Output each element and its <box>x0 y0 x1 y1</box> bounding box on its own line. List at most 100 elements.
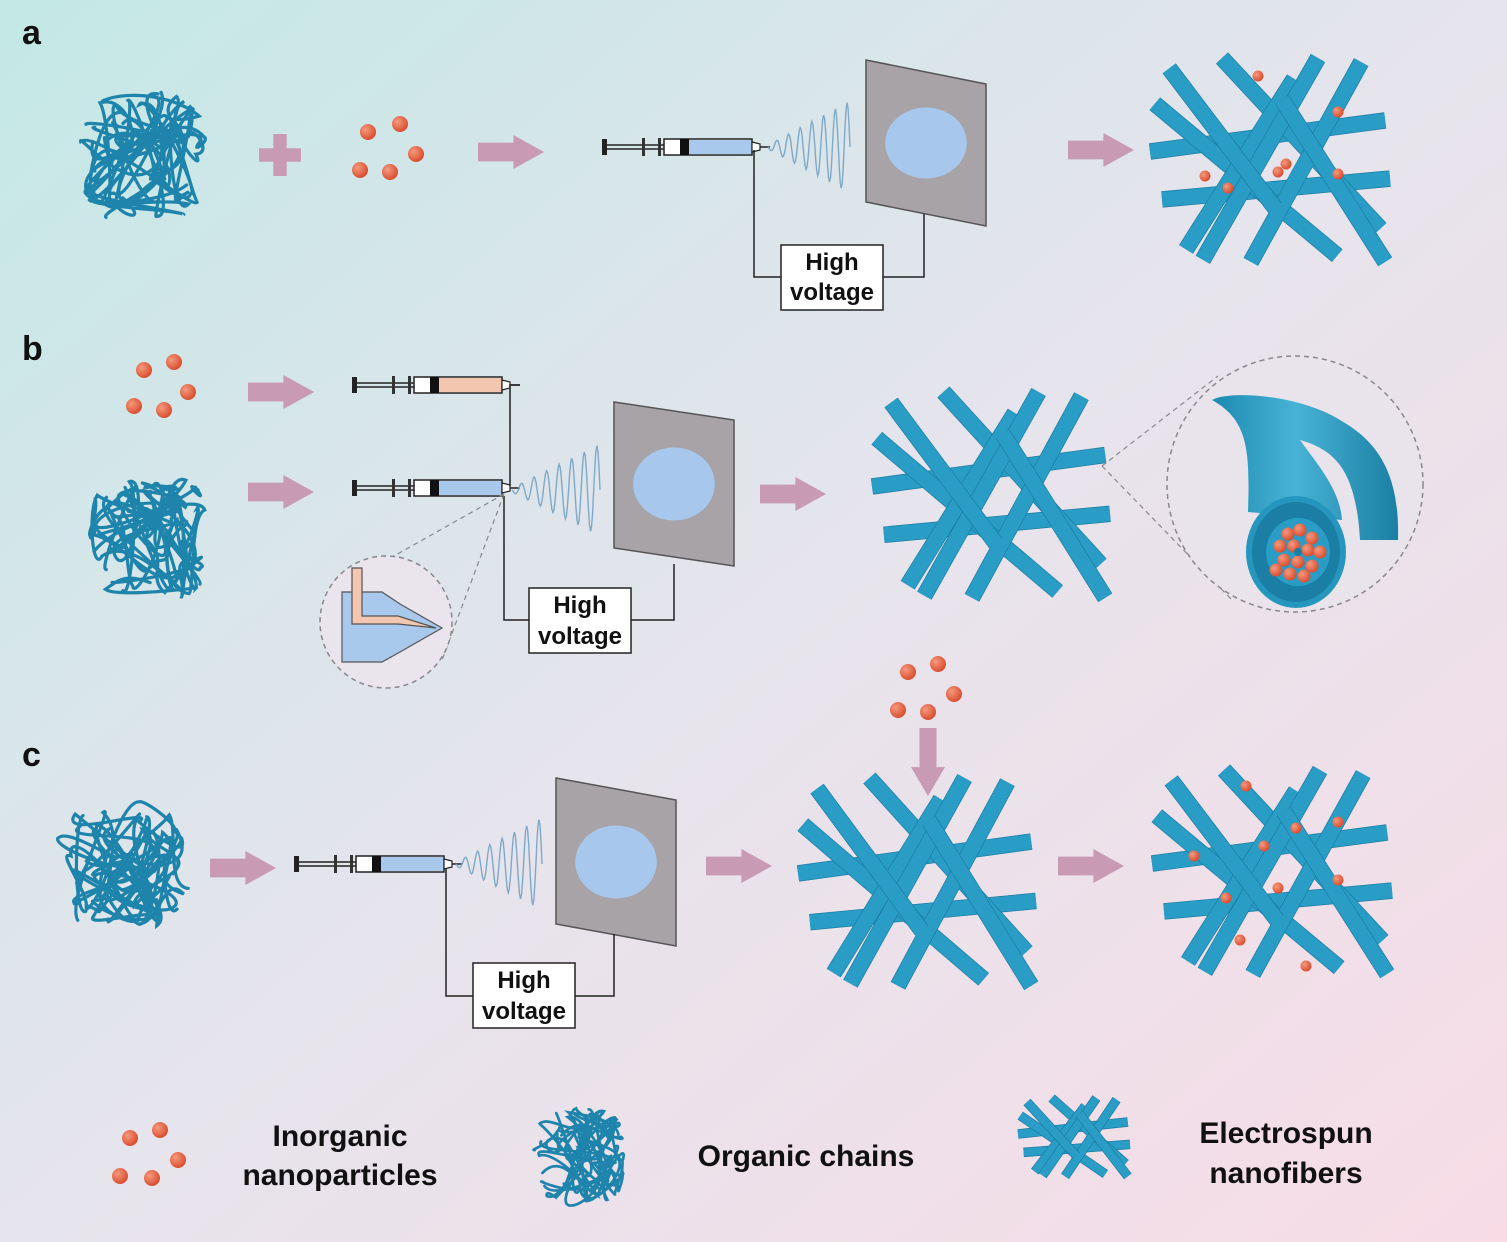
nanofiber <box>1061 1096 1121 1180</box>
nanofiber <box>1195 53 1326 264</box>
syringe-icon <box>352 479 520 497</box>
nanoparticle-icon <box>930 656 946 672</box>
nanoparticles-group <box>352 116 424 180</box>
nanoparticle-icon <box>1332 816 1344 828</box>
nanofiber <box>1075 1111 1132 1180</box>
nanofiber <box>1243 58 1369 266</box>
nanofiber <box>1163 882 1393 920</box>
nanoparticle-icon <box>1269 563 1283 577</box>
nanoparticle-icon <box>1332 168 1344 180</box>
arrow-icon <box>706 849 772 883</box>
nanoparticle-icon <box>1281 527 1295 541</box>
nanoparticle-icon <box>900 664 916 680</box>
polymer-chain-icon <box>56 800 190 930</box>
nanofiber <box>810 783 929 936</box>
panel-label-b: b <box>22 330 43 368</box>
polymer-chain-icon <box>532 1106 625 1207</box>
nanoparticle-icon <box>1252 70 1264 82</box>
svg-text:voltage: voltage <box>538 623 622 650</box>
legend-chains-label: Organic chains <box>698 1140 915 1173</box>
panel-label-c: c <box>22 736 41 774</box>
arrow-icon <box>760 477 826 511</box>
circuit-wire <box>753 150 781 278</box>
svg-text:nanoparticles: nanoparticles <box>242 1159 437 1192</box>
collector-icon <box>555 777 677 947</box>
nanoparticle-icon <box>1305 559 1319 573</box>
nanoparticle-icon <box>1280 158 1292 170</box>
nanofiber <box>843 773 972 988</box>
svg-text:Inorganic: Inorganic <box>272 1120 407 1153</box>
nanofiber-mesh-icon <box>796 772 1039 991</box>
nanofiber-mesh-icon <box>1150 764 1395 979</box>
circuit-wire <box>445 868 473 997</box>
nanoparticle-icon <box>1301 543 1315 557</box>
svg-text:voltage: voltage <box>482 998 566 1025</box>
nanoparticle-icon <box>1300 960 1312 972</box>
nanoparticle-icon <box>1290 822 1302 834</box>
nanoparticle-icon <box>1220 892 1232 904</box>
nanoparticle-icon <box>122 1130 138 1146</box>
arrow-down-icon <box>911 728 945 796</box>
nanofiber-mesh-icon <box>1148 52 1393 267</box>
legend <box>112 1094 1132 1207</box>
nanoparticles-group <box>1188 780 1344 972</box>
nanoparticle-icon <box>1305 531 1319 545</box>
svg-text:Electrospun: Electrospun <box>1199 1117 1372 1150</box>
nanoparticle-icon <box>112 1168 128 1184</box>
nanoparticle-icon <box>126 398 142 414</box>
fiber-jet <box>767 102 851 189</box>
collector-icon <box>865 59 987 227</box>
circuit-wire <box>503 496 529 621</box>
fiber-jet <box>455 819 543 906</box>
nanoparticles-group <box>1199 70 1344 194</box>
panel-b <box>88 354 1424 689</box>
nanoparticle-icon <box>166 354 182 370</box>
nanoparticle-icon <box>946 686 962 702</box>
nanoparticle-icon <box>392 116 408 132</box>
nanoparticles-group <box>126 354 196 418</box>
high-voltage-box-b: High voltage <box>528 587 632 654</box>
nozzle-zoom-icon <box>319 493 505 689</box>
nanoparticle-icon <box>170 1152 186 1168</box>
nanoparticle-icon <box>1273 539 1287 553</box>
nanofiber <box>884 397 1003 549</box>
svg-text:High: High <box>553 592 606 619</box>
nanofiber <box>921 816 1039 991</box>
panel-c <box>56 656 1395 997</box>
nanoparticle-icon <box>1272 882 1284 894</box>
plus-icon <box>259 134 301 176</box>
nanoparticle-icon <box>890 702 906 718</box>
deposited-fiber-spot <box>885 107 967 179</box>
nanoparticle-icon <box>1277 553 1291 567</box>
nanoparticle-icon <box>1291 555 1305 569</box>
high-voltage-box-a: High voltage <box>780 244 884 311</box>
nanofiber <box>1162 63 1282 213</box>
nanoparticle-icon <box>152 1122 168 1138</box>
arrow-icon <box>478 135 544 169</box>
nanofiber <box>1164 775 1284 925</box>
encapsulated-nanoparticles <box>1269 523 1327 583</box>
nanoparticle-icon <box>144 1170 160 1186</box>
syringe-icon <box>294 855 462 873</box>
polymer-chain-icon <box>79 90 207 219</box>
arrow-icon <box>248 375 314 409</box>
svg-text:High: High <box>497 967 550 994</box>
nanoparticle-icon <box>1293 523 1307 537</box>
nanoparticle-icon <box>360 124 376 140</box>
nanofiber <box>809 892 1037 931</box>
nanoparticles-group <box>890 656 962 720</box>
nanofiber <box>1197 765 1328 976</box>
nanofiber <box>995 429 1113 603</box>
nanofiber-mesh-icon <box>1017 1094 1132 1180</box>
circuit-wire <box>631 564 675 621</box>
legend-nanoparticles-label: Inorganic nanoparticles <box>242 1120 437 1192</box>
syringe-icon <box>602 138 770 156</box>
arrow-icon <box>210 851 276 885</box>
deposited-fiber-spot <box>633 447 715 521</box>
arrow-icon <box>1058 849 1124 883</box>
collector-icon <box>613 401 735 567</box>
nanoparticle-icon <box>1188 850 1200 862</box>
nanofiber <box>1023 1098 1080 1159</box>
fiber-jet <box>511 445 601 532</box>
